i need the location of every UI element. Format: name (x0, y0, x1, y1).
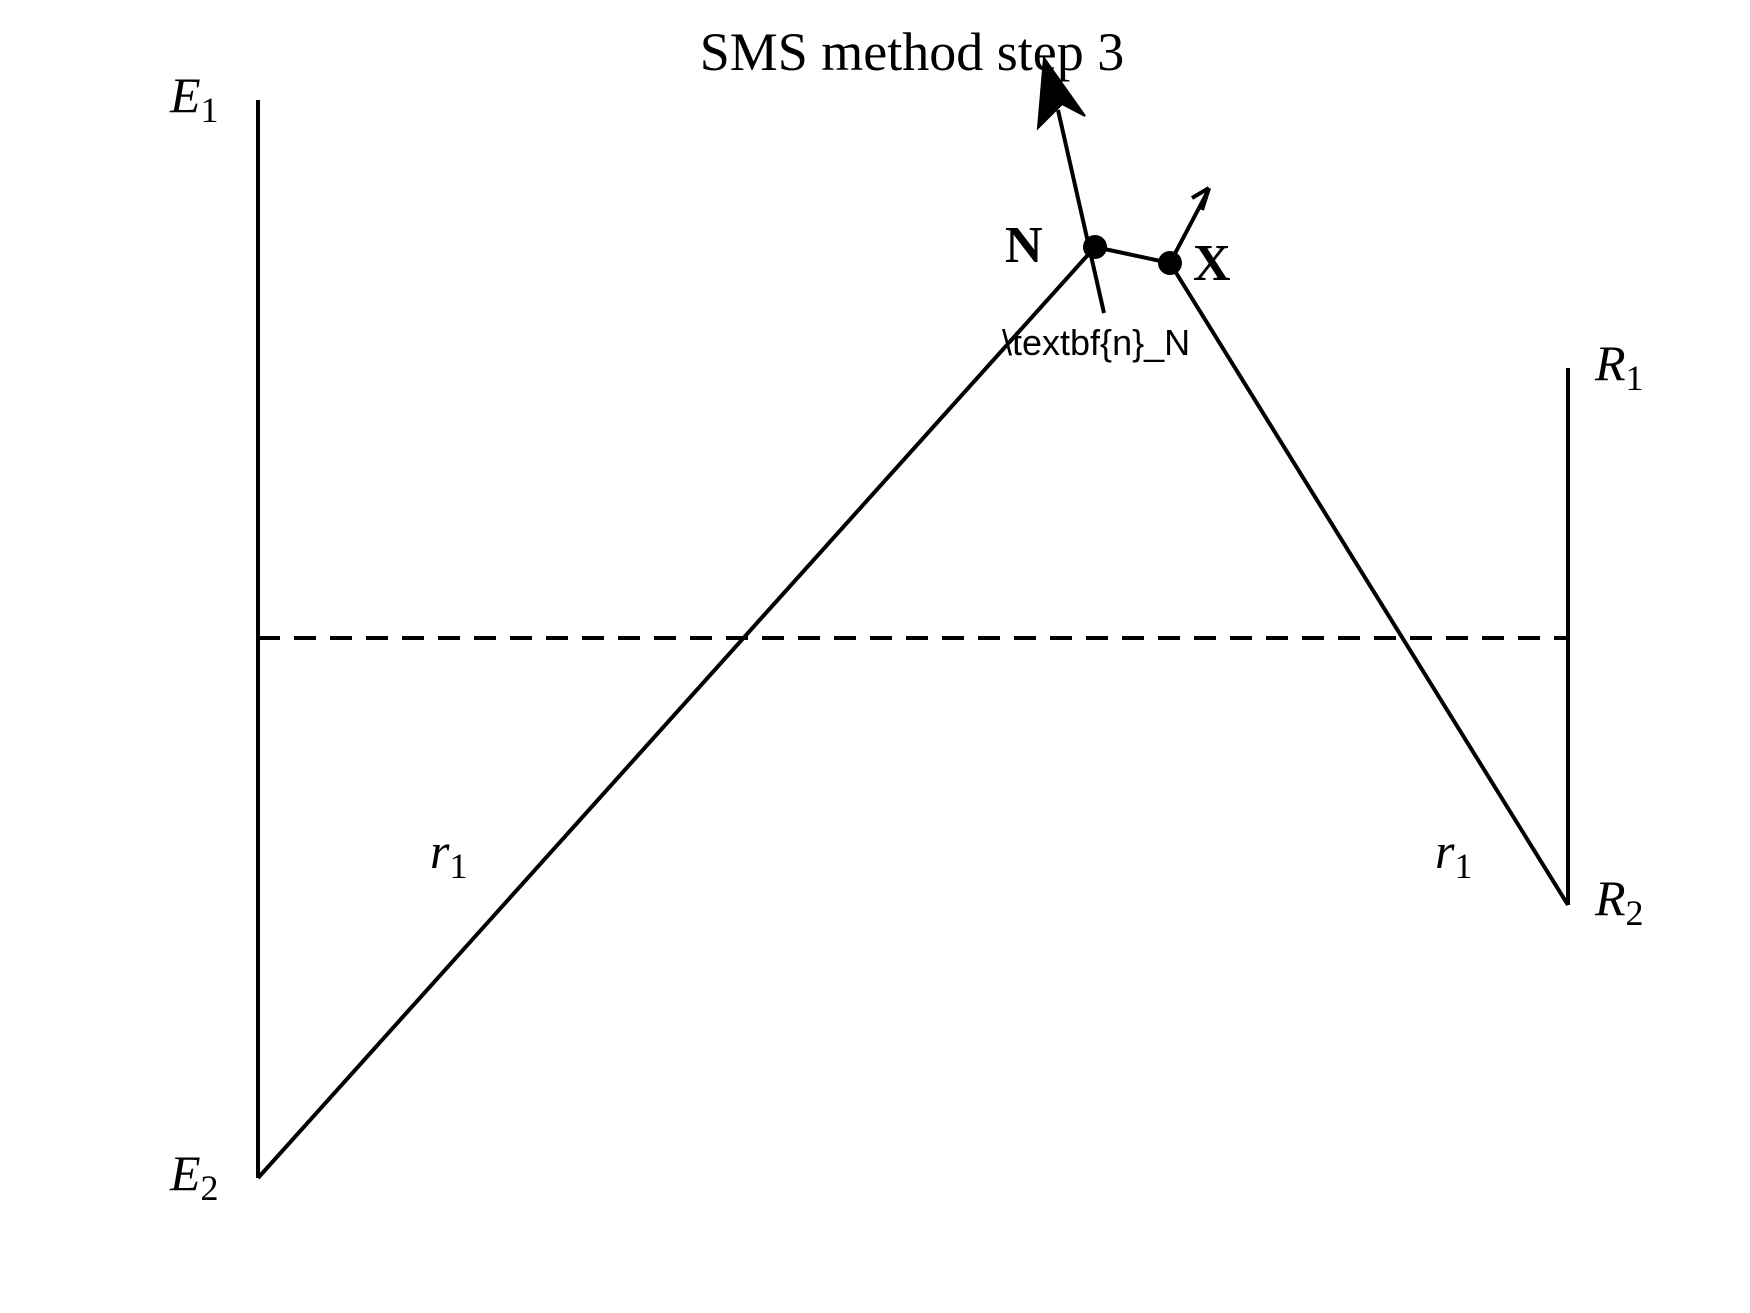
label-right-ray: r1 (1435, 823, 1472, 886)
point-x-marker (1158, 251, 1182, 275)
label-e2: E2 (169, 1145, 219, 1208)
label-r1: R1 (1594, 335, 1644, 398)
point-x-label: X (1193, 235, 1231, 292)
normal-arrow-icon (1036, 55, 1086, 131)
point-n-marker (1083, 235, 1107, 259)
normal-line-n (1056, 109, 1106, 314)
label-left-ray: r1 (430, 823, 467, 886)
ray-e2-to-n (256, 245, 1097, 1180)
point-n-label: N (1005, 217, 1043, 274)
label-e1: E1 (169, 67, 219, 130)
label-r2: R2 (1594, 870, 1644, 933)
normal-vector-label: \textbf{n}_N (1002, 322, 1190, 363)
diagram-title: SMS method step 3 (700, 22, 1125, 82)
small-arrow-icon (1190, 186, 1211, 211)
segment-n-to-x (1094, 245, 1171, 265)
ray-x-to-r2 (1168, 261, 1570, 907)
small-arrow-line (1168, 188, 1211, 264)
